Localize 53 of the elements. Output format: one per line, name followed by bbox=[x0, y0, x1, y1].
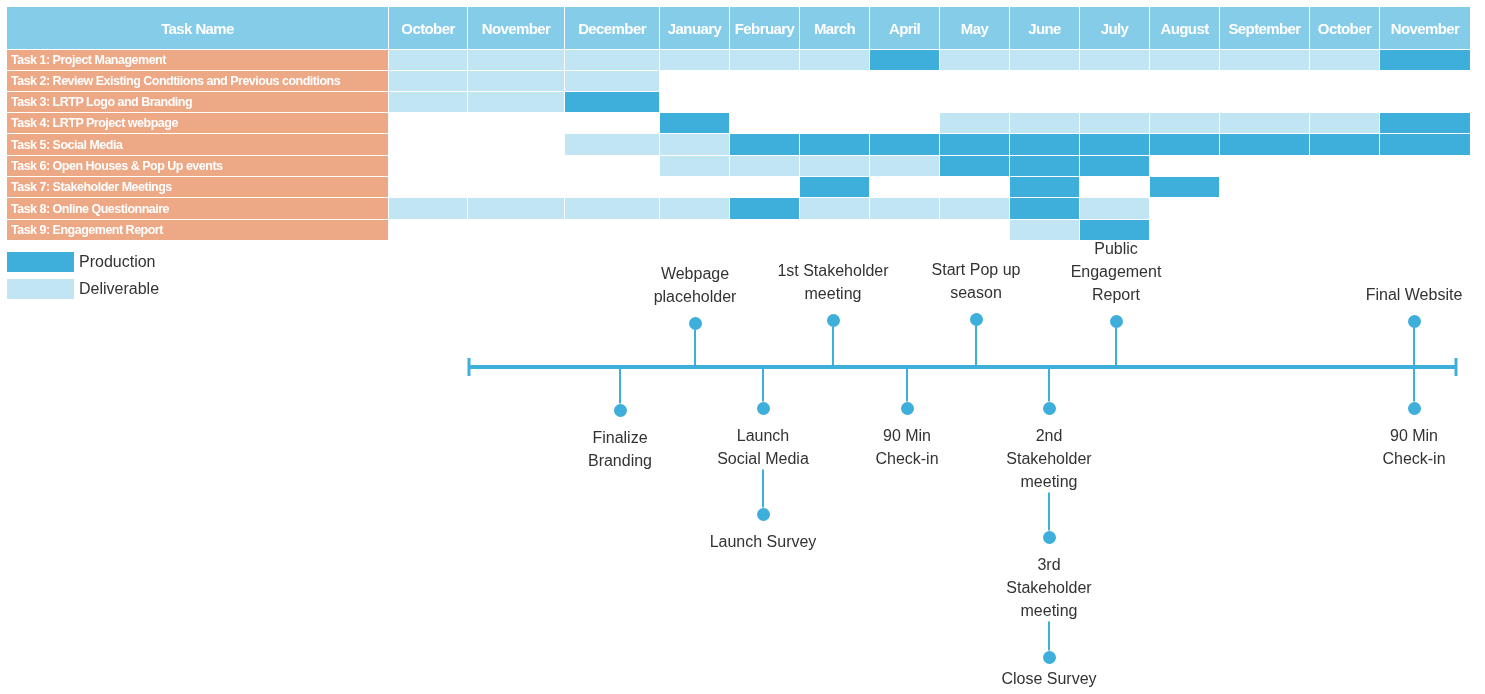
row-header: Task 2: Review Existing Condtiions and Previous conditions bbox=[7, 71, 388, 91]
milestone-label: Final Website bbox=[1365, 284, 1463, 305]
legend-label: Production bbox=[79, 253, 156, 271]
timeline-axis bbox=[467, 357, 1458, 377]
column-header: October bbox=[1310, 7, 1379, 49]
column-header: Task Name bbox=[7, 7, 388, 49]
connector-line bbox=[694, 328, 696, 366]
column-header: November bbox=[1380, 7, 1470, 49]
row-header: Task 7: Stakeholder Meetings bbox=[7, 177, 388, 197]
milestone-label: Finalize Branding bbox=[586, 427, 653, 471]
milestone-label: 2nd Stakeholder meeting bbox=[1005, 425, 1093, 492]
row-header: Task 5: Social Media bbox=[7, 134, 388, 155]
column-header: August bbox=[1150, 7, 1219, 49]
column-header: September bbox=[1220, 7, 1309, 49]
milestone-label: 90 Min Check-in bbox=[874, 425, 940, 469]
column-header: June bbox=[1010, 7, 1079, 49]
row-header: Task 3: LRTP Logo and Branding bbox=[7, 92, 388, 112]
column-header: February bbox=[730, 7, 799, 49]
connector-line bbox=[1413, 326, 1415, 366]
connector-line bbox=[1048, 620, 1050, 652]
column-header: May bbox=[940, 7, 1009, 49]
milestone-label: Webpage placeholder bbox=[652, 263, 738, 307]
milestone-label: 3rd Stakeholder meeting bbox=[1005, 554, 1093, 621]
milestone-label: Start Pop up season bbox=[930, 259, 1022, 303]
milestone-label: Close Survey bbox=[1001, 668, 1097, 689]
connector-line bbox=[832, 325, 834, 366]
column-header: April bbox=[870, 7, 939, 49]
row-header: Task 6: Open Houses & Pop Up events bbox=[7, 156, 388, 176]
milestone-label: Public Engagement Report bbox=[1069, 238, 1163, 305]
milestone-label: 90 Min Check-in bbox=[1381, 425, 1447, 469]
column-header: March bbox=[800, 7, 869, 49]
connector-line bbox=[762, 468, 764, 509]
connector-line bbox=[619, 368, 621, 405]
row-header: Task 9: Engagement Report bbox=[7, 220, 388, 240]
row-header: Task 4: LRTP Project webpage bbox=[7, 113, 388, 133]
connector-line bbox=[1413, 368, 1415, 403]
connector-line bbox=[1048, 368, 1050, 403]
legend-label: Deliverable bbox=[79, 280, 160, 298]
connector-line bbox=[975, 324, 977, 366]
connector-line bbox=[1115, 326, 1117, 366]
column-header: October bbox=[389, 7, 467, 49]
column-header: December bbox=[565, 7, 659, 49]
column-header: January bbox=[660, 7, 729, 49]
row-header: Task 1: Project Management bbox=[7, 50, 388, 70]
connector-line bbox=[762, 368, 764, 403]
milestone-label: Launch Survey bbox=[709, 531, 817, 552]
column-header: November bbox=[468, 7, 564, 49]
row-header: Task 8: Online Questionnaire bbox=[7, 198, 388, 219]
column-header: July bbox=[1080, 7, 1149, 49]
connector-line bbox=[1048, 491, 1050, 532]
milestone-label: Launch Social Media bbox=[716, 425, 810, 469]
connector-line bbox=[906, 368, 908, 403]
milestone-label: 1st Stakeholder meeting bbox=[776, 260, 890, 304]
